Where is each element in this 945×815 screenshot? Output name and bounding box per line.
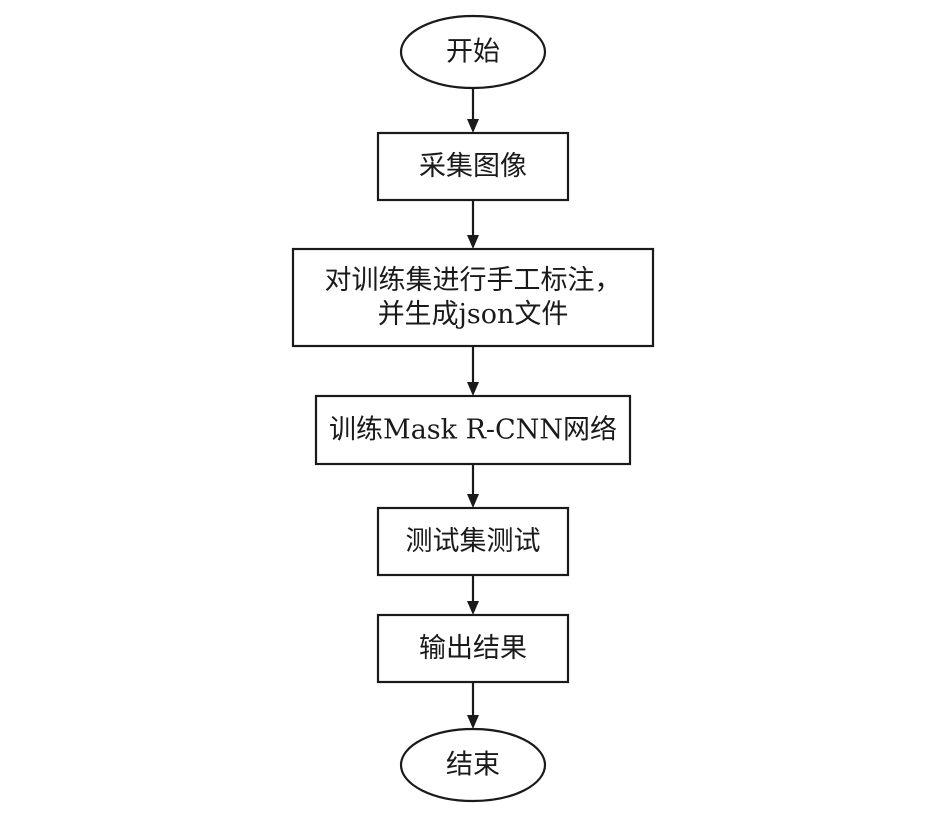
node-label: 训练Mask R-CNN网络 — [329, 415, 617, 446]
node-label: 并生成json文件 — [378, 299, 569, 330]
flow-arrow — [467, 682, 479, 729]
flow-arrow — [467, 575, 479, 615]
flow-arrow — [467, 200, 479, 249]
arrow-head-icon — [467, 119, 479, 133]
arrow-head-icon — [467, 715, 479, 729]
terminal-ellipse — [399, 727, 547, 803]
terminal-ellipse — [399, 14, 547, 90]
process-box: 测试集测试 — [376, 506, 570, 577]
process-rect — [376, 506, 570, 577]
arrow-head-icon — [467, 382, 479, 396]
process-rect — [291, 247, 655, 348]
process-box: 训练Mask R-CNN网络 — [314, 394, 632, 466]
process-rect — [376, 613, 570, 684]
process-rect — [314, 394, 632, 466]
flow-arrow — [467, 346, 479, 396]
node-label: 结束 — [446, 750, 500, 781]
end-terminal: 结束 — [399, 727, 547, 803]
node-label: 采集图像 — [419, 151, 527, 182]
arrow-head-icon — [467, 494, 479, 508]
arrow-head-icon — [467, 235, 479, 249]
flow-arrow — [467, 88, 479, 133]
process-box: 输出结果 — [376, 613, 570, 684]
process-box: 采集图像 — [376, 131, 570, 202]
node-label: 开始 — [446, 37, 500, 68]
node-label: 输出结果 — [419, 633, 527, 664]
arrow-head-icon — [467, 601, 479, 615]
process-rect — [376, 131, 570, 202]
flow-arrow — [467, 464, 479, 508]
process-box: 对训练集进行手工标注，并生成json文件 — [291, 247, 655, 348]
node-label: 对训练集进行手工标注， — [325, 265, 622, 296]
start-terminal: 开始 — [399, 14, 547, 90]
node-label: 测试集测试 — [406, 526, 541, 557]
